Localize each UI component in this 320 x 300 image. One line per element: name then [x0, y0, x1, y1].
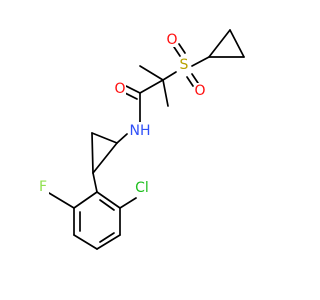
ring-bond-1 [96, 191, 121, 209]
ring-inner-2 [99, 232, 115, 243]
ring-inner-1 [99, 199, 115, 211]
ring-bond-3 [96, 234, 121, 250]
bond-cpa-cpb [91, 132, 118, 144]
bond-cpc-aryl [92, 172, 98, 193]
sulfur-label: S [180, 57, 189, 73]
oxygen-label-carbonyl: O [114, 81, 125, 97]
bond-s-o-lower-b [191, 73, 199, 84]
bond-s-o-lower-a [186, 76, 194, 87]
bond-s-o-upper-a [173, 46, 181, 57]
label-bg-s [178, 57, 190, 74]
structure-drawing: O S O O NH Cl F [37, 29, 245, 250]
bond-cq-me2 [162, 79, 169, 107]
bond-s-cq [162, 71, 177, 81]
oxygen-label-upper: O [166, 32, 177, 48]
oxygen-label-lower: O [194, 83, 205, 99]
bond-c-o-carbonyl-a [125, 85, 141, 94]
bond-cpc-cpa [92, 142, 118, 174]
bond-n-cpa [116, 133, 128, 144]
label-bg-nh [129, 122, 151, 139]
chlorine-label: Cl [135, 180, 149, 196]
bond-cp1-cp2 [208, 29, 231, 58]
atom-labels: O S O O NH Cl F [37, 31, 206, 197]
label-bg-f [37, 179, 49, 195]
fluorine-label: F [39, 179, 47, 195]
label-bg-o-carbonyl [114, 81, 126, 97]
ring-bond-6 [73, 191, 98, 209]
bond-cq-me1 [139, 65, 164, 81]
amide-nh-label: NH [130, 123, 151, 139]
bond-cpb-cpc [91, 132, 94, 174]
ring-bond-4 [73, 234, 98, 250]
bonds [48, 29, 245, 250]
bond-ring-cl [119, 197, 137, 209]
label-bg-o-lower [194, 83, 206, 99]
bond-ring-f [48, 192, 75, 209]
label-bg-o-upper [166, 31, 178, 47]
label-bg-cl [133, 180, 151, 197]
bond-s-cp1 [191, 56, 210, 67]
bond-cq-camide [139, 79, 164, 94]
bond-s-o-upper-b [178, 43, 186, 54]
bond-cp2-cp3 [229, 29, 245, 58]
